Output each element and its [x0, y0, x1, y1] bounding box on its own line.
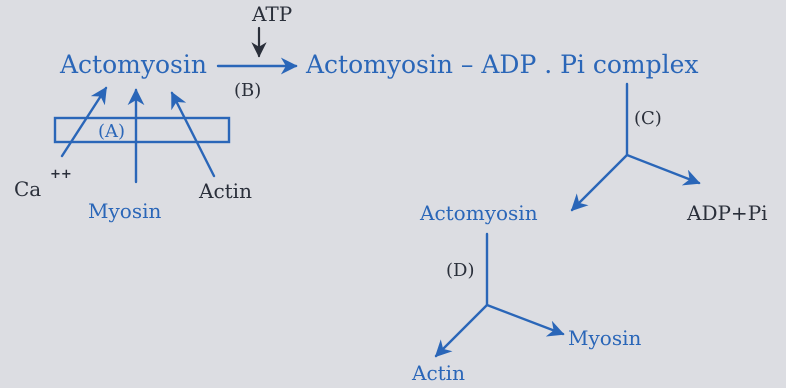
label-d: (D) [446, 260, 474, 281]
to-actomyosin-arrow [570, 153, 629, 212]
actomyosin-mid-label: Actomyosin [419, 201, 538, 225]
atp-label: ATP [251, 2, 292, 26]
actomyosin-start-label: Actomyosin [59, 50, 207, 79]
ca-arrow [60, 86, 108, 158]
label-a: (A) [98, 121, 125, 142]
label-b: (B) [234, 80, 261, 101]
label-c: (C) [634, 108, 662, 129]
actin-out-label: Actin [411, 361, 465, 385]
actin-in-label: Actin [198, 179, 252, 203]
myosin-out-label: Myosin [568, 326, 641, 350]
complex-label: Actomyosin – ADP . Pi complex [305, 50, 699, 79]
to-myosin-arrow [485, 303, 565, 337]
to-adp-pi-arrow [625, 153, 701, 186]
actin-in-arrow [170, 91, 216, 178]
ca-label: Ca [14, 177, 41, 201]
myosin-in-label: Myosin [88, 199, 161, 223]
ca-charge-label: ++ [50, 167, 72, 182]
adp-pi-label: ADP+Pi [686, 201, 768, 225]
step-a-box [53, 116, 231, 144]
to-actin-arrow [434, 303, 489, 358]
